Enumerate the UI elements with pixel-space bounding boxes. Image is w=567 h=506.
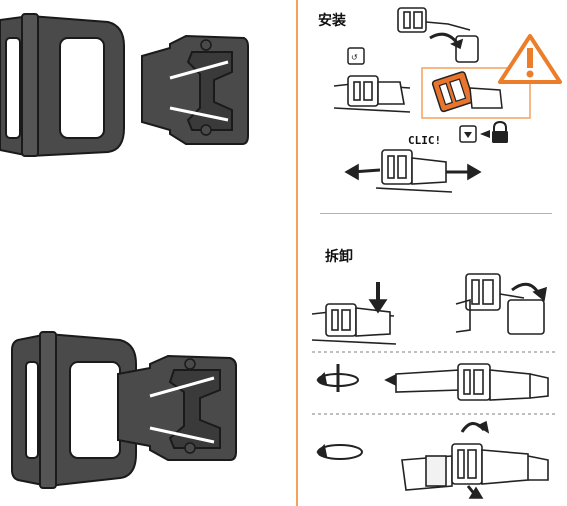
highlighted-incorrect-step [421,67,531,119]
remove-step-lift [455,273,548,335]
lock-icon [492,120,508,143]
remove-heading: 拆卸 [325,249,353,265]
svg-text:↺: ↺ [351,53,358,62]
horizontal-divider [320,213,552,214]
arrow-down-icon [368,299,388,314]
rotate-ccw-icon [316,443,363,460]
install-heading: 安装 [318,13,346,29]
click-label: CLIC! [408,134,442,147]
install-step-engage [333,75,411,113]
remove-step-press [311,282,397,345]
female-buckle-separated [0,13,125,158]
remove-step-pull-strap [384,363,549,401]
buckle-illustration-pane [0,13,249,489]
vertical-divider [296,0,298,506]
arrow-right-icon [467,163,482,181]
install-step-insert [397,7,479,63]
male-buckle-separated [141,34,249,145]
remove-step-thread-out [401,420,549,499]
small-step-icon: ↺ [347,47,365,65]
rotate-cw-icon [316,364,359,392]
click-confirm-row [459,120,508,143]
buckle-drawings [0,13,249,489]
warning-icon [498,34,562,84]
install-step-pull-test [344,149,482,193]
buckle-assembled [11,331,237,489]
arrow-right-icon [480,130,490,138]
arrow-left-icon [344,163,359,181]
